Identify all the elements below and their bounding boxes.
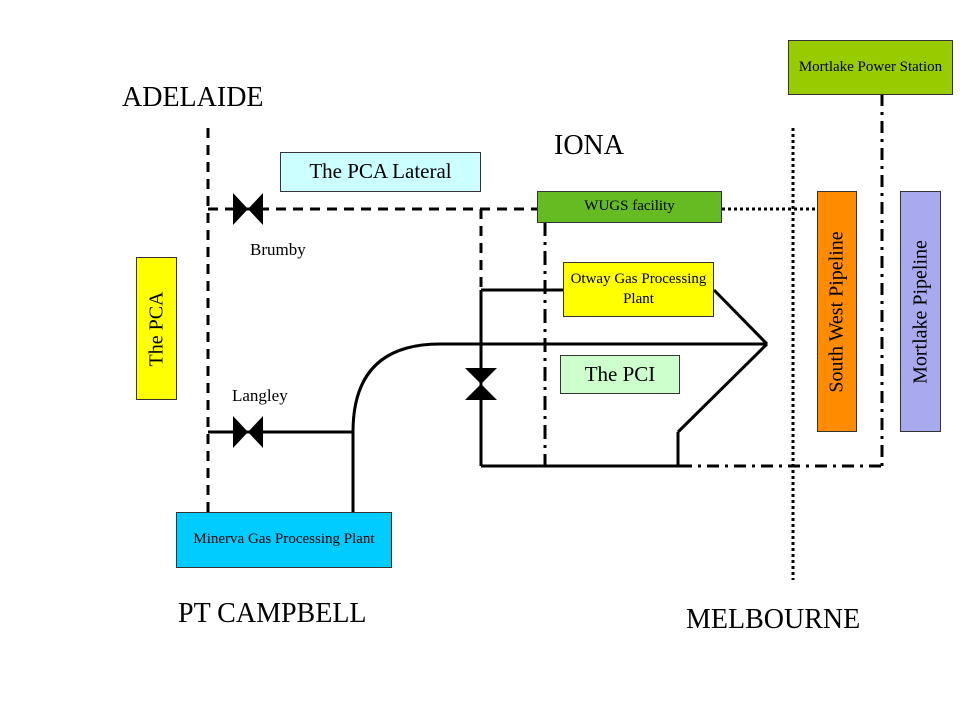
valve-label-langley: Langley (232, 386, 288, 405)
mortlake-pipeline-box: Mortlake Pipeline (900, 191, 941, 432)
city-label-adelaide: ADELAIDE (122, 82, 264, 113)
south-west-pipeline-box: South West Pipeline (817, 191, 857, 432)
pci-box: The PCI (560, 355, 680, 394)
otway-gas-plant-box: Otway Gas Processing Plant (563, 262, 714, 317)
mortlake-pipeline-label: Mortlake Pipeline (909, 239, 931, 384)
south-west-pipeline-label: South West Pipeline (825, 230, 848, 393)
pci-valve-icon (465, 368, 497, 400)
mortlake-power-station-box: Mortlake Power Station (788, 40, 953, 95)
wugs-facility-box: WUGS facility (537, 191, 722, 223)
city-label-pt-campbell: PT CAMPBELL (178, 598, 367, 629)
valve-label-brumby: Brumby (250, 240, 306, 259)
brumby-valve-icon (233, 193, 263, 225)
pca-lateral-box: The PCA Lateral (280, 152, 481, 192)
city-label-iona: IONA (554, 130, 624, 161)
minerva-curved-pipe (351, 342, 767, 512)
pca-box: The PCA (136, 257, 177, 400)
minerva-gas-plant-box: Minerva Gas Processing Plant (176, 512, 392, 568)
langley-valve-icon (233, 416, 263, 448)
diagonal-pipe-lower (676, 342, 769, 434)
city-label-melbourne: MELBOURNE (686, 604, 861, 635)
diagonal-pipe-upper (712, 288, 769, 346)
pca-box-label: The PCA (145, 291, 167, 366)
